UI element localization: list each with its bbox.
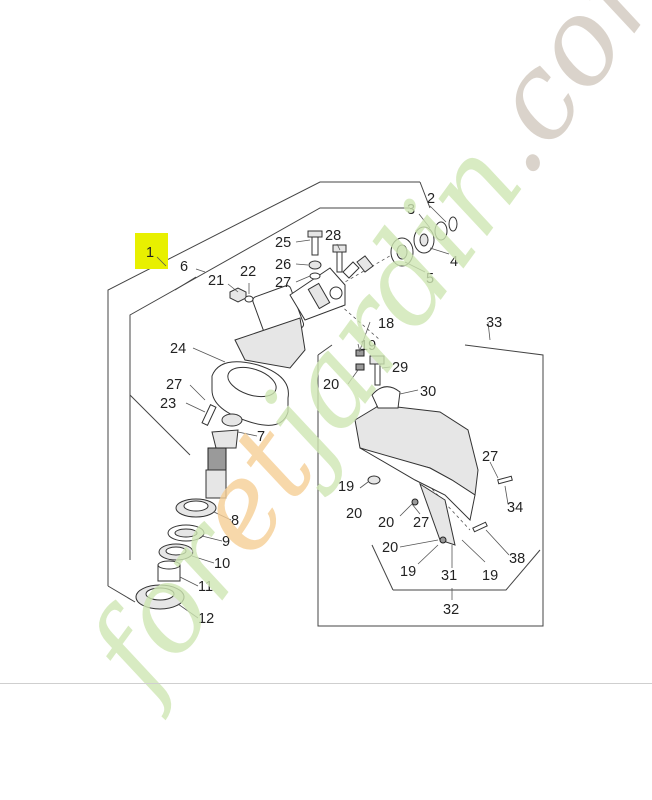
label-part-10: 10 (214, 556, 230, 572)
leader-lines (177, 205, 510, 619)
bevel-gear-shaft (201, 404, 243, 499)
watermark: foretjardin.com (56, 0, 652, 723)
label-part-19-c: 19 (400, 564, 416, 580)
label-part-9: 9 (222, 534, 230, 550)
label-part-2: 2 (427, 191, 435, 207)
label-part-38: 38 (509, 551, 525, 567)
label-part-20-b: 20 (346, 506, 362, 522)
label-part-19-b: 19 (338, 479, 354, 495)
label-part-28: 28 (325, 228, 341, 244)
bottom-divider (0, 683, 652, 684)
label-part-19-a: 19 (360, 338, 376, 354)
label-part-7: 7 (257, 429, 265, 445)
top-bearings (342, 216, 458, 279)
label-part-1: 1 (146, 245, 154, 261)
label-part-20-a: 20 (323, 377, 339, 393)
housing-ring (211, 361, 289, 426)
label-part-8: 8 (231, 513, 239, 529)
gear-housing (234, 267, 346, 369)
label-part-27-a: 27 (275, 275, 291, 291)
label-part-26: 26 (275, 257, 291, 273)
label-part-6: 6 (180, 259, 188, 275)
label-part-27-d: 27 (413, 515, 429, 531)
label-part-29: 29 (392, 360, 408, 376)
label-part-18: 18 (378, 316, 394, 332)
part-1-leader (156, 256, 167, 267)
parts-artwork (135, 216, 513, 610)
label-part-3: 3 (407, 202, 415, 218)
label-part-34: 34 (507, 500, 523, 516)
label-part-27-c: 27 (482, 449, 498, 465)
label-part-22: 22 (240, 264, 256, 280)
assembly-frame-lines (107, 181, 431, 603)
label-part-11: 11 (198, 579, 213, 595)
label-part-4: 4 (450, 254, 458, 270)
label-part-19-d: 19 (482, 568, 498, 584)
guard-shield (354, 349, 513, 546)
label-part-25: 25 (275, 235, 291, 251)
label-part-21: 21 (208, 273, 224, 289)
label-part-20-c: 20 (378, 515, 394, 531)
label-part-24: 24 (170, 341, 186, 357)
label-part-31: 31 (441, 568, 457, 584)
watermark-text: foretjardin.com (56, 0, 652, 723)
label-part-32: 32 (443, 602, 459, 618)
label-part-27-b: 27 (166, 377, 182, 393)
label-part-5: 5 (426, 271, 434, 287)
label-part-23: 23 (160, 396, 176, 412)
label-part-20-d: 20 (382, 540, 398, 556)
label-part-12: 12 (198, 611, 214, 627)
lower-bearings (135, 498, 217, 610)
shield-assembly-frame (317, 344, 544, 627)
part-labels: 1 2 3 4 5 6 7 8 9 10 11 12 18 19 19 19 1… (146, 191, 525, 627)
label-part-33: 33 (486, 315, 502, 331)
label-part-30: 30 (420, 384, 436, 400)
